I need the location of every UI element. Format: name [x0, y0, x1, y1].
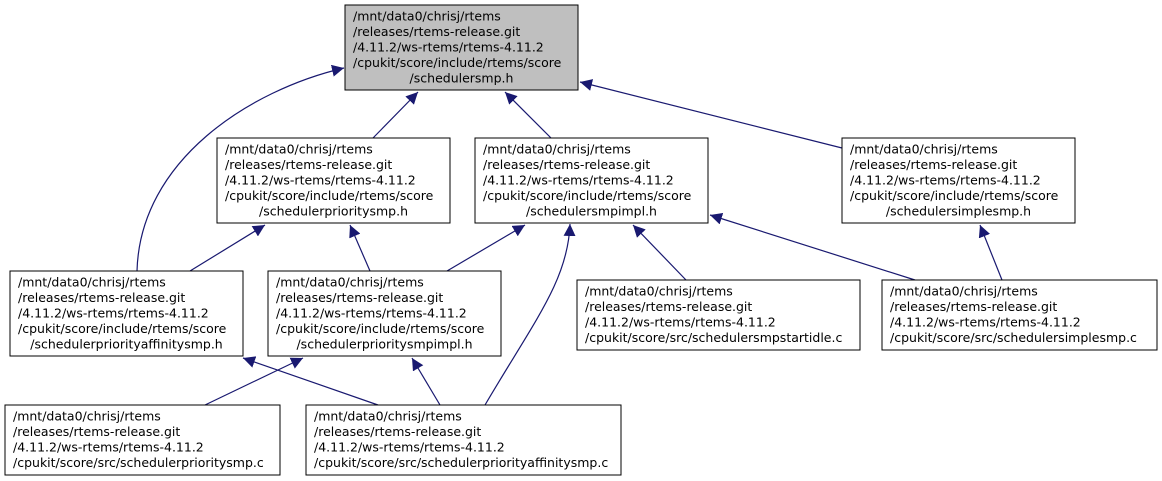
node-schedulerpriorityaffinitysmp-c[interactable]: /mnt/data0/chrisj/rtems/releases/rtems-r… [305, 404, 622, 476]
node-label-line: /releases/rtems-release.git [585, 299, 752, 314]
node-label-line: /mnt/data0/chrisj/rtems [890, 284, 1038, 299]
edge-schedulerpriorityaffinitysmp-h-to-schedulersmpimpl-h [446, 224, 526, 272]
node-label-line: /cpukit/score/include/rtems/score [276, 321, 485, 336]
node-label-line: /4.11.2/ws-rtems/rtems-4.11.2 [314, 440, 505, 455]
node-box [9, 270, 244, 357]
node-label-line: /releases/rtems-release.git [18, 290, 185, 305]
node-label-line: /releases/rtems-release.git [225, 157, 392, 172]
node-label-line: /schedulerpriorityaffinitysmp.h [30, 336, 222, 351]
node-label-line: /schedulersmpimpl.h [526, 203, 657, 218]
node-label-line: /4.11.2/ws-rtems/rtems-4.11.2 [353, 39, 544, 54]
node-label-line: /releases/rtems-release.git [890, 299, 1057, 314]
node-label-line: /cpukit/score/src/schedulerprioritysmp.c [13, 455, 264, 470]
edge-schedulerprioritysmp-h-to-schedulersmp-h [372, 91, 419, 139]
edge-schedulerprioritysmp-c-to-schedulerprioritysmpimpl-h [204, 357, 304, 406]
edge-schedulersimplesmp-c-to-schedulersmpimpl-h [709, 212, 916, 281]
node-label-line: /4.11.2/ws-rtems/rtems-4.11.2 [13, 440, 204, 455]
node-box [881, 279, 1158, 351]
node-label-line: /4.11.2/ws-rtems/rtems-4.11.2 [18, 305, 209, 320]
node-schedulerpriorityaffinitysmp-h[interactable]: /mnt/data0/chrisj/rtems/releases/rtems-r… [9, 270, 244, 357]
node-schedulersmp-h[interactable]: /mnt/data0/chrisj/rtems/releases/rtems-r… [344, 4, 579, 91]
node-label-line: /mnt/data0/chrisj/rtems [314, 409, 462, 424]
node-label-line: /4.11.2/ws-rtems/rtems-4.11.2 [585, 315, 776, 330]
node-label-line: /mnt/data0/chrisj/rtems [353, 8, 501, 23]
edge-schedulersimplesmp-h-to-schedulersmp-h [579, 79, 843, 149]
edge-schedulerpriorityaffinitysmp-c-to-schedulerpriorityaffinitysmp-h [242, 356, 379, 406]
edge-schedulersmpimpl-h-to-schedulersmp-h [504, 91, 552, 139]
node-label-line: /4.11.2/ws-rtems/rtems-4.11.2 [850, 172, 1041, 187]
node-box [576, 279, 861, 351]
node-label-line: /releases/rtems-release.git [314, 424, 481, 439]
node-label-line: /mnt/data0/chrisj/rtems [225, 141, 373, 156]
node-label-line: /mnt/data0/chrisj/rtems [850, 141, 998, 156]
node-label-line: /cpukit/score/src/schedulersimplesmp.c [890, 330, 1137, 345]
node-label-line: /4.11.2/ws-rtems/rtems-4.11.2 [225, 172, 416, 187]
edge-schedulerpriorityaffinitysmp-c-to-schedulersmpimpl-h [484, 223, 576, 406]
edge-schedulersimplesmp-c-to-schedulersimplesmp-h [978, 224, 1003, 281]
edge-schedulerpriorityaffinitysmp-h-to-schedulersmp-h [136, 64, 345, 272]
node-label-line: /releases/rtems-release.git [850, 157, 1017, 172]
node-box [474, 137, 709, 224]
node-label-line: /cpukit/score/include/rtems/score [850, 188, 1059, 203]
node-box [841, 137, 1076, 224]
edge-schedulerpriorityaffinitysmp-c-to-schedulerprioritysmpimpl-h [411, 357, 441, 406]
node-schedulersmpimpl-h[interactable]: /mnt/data0/chrisj/rtems/releases/rtems-r… [474, 137, 709, 224]
node-label-line: /mnt/data0/chrisj/rtems [483, 141, 631, 156]
edges-layer [136, 64, 1003, 406]
node-label-line: /4.11.2/ws-rtems/rtems-4.11.2 [276, 305, 467, 320]
node-schedulersmpstartidle-c[interactable]: /mnt/data0/chrisj/rtems/releases/rtems-r… [576, 279, 861, 351]
node-label-line: /cpukit/score/src/schedulerpriorityaffin… [314, 455, 608, 470]
node-box [305, 404, 622, 476]
edge-schedulersmpstartidle-c-to-schedulersmpimpl-h [632, 224, 687, 281]
node-label-line: /schedulersmp.h [410, 70, 514, 85]
node-label-line: /cpukit/score/include/rtems/score [483, 188, 692, 203]
node-label-line: /cpukit/score/include/rtems/score [225, 188, 434, 203]
node-schedulerprioritysmp-c[interactable]: /mnt/data0/chrisj/rtems/releases/rtems-r… [4, 404, 281, 476]
node-schedulerprioritysmp-h[interactable]: /mnt/data0/chrisj/rtems/releases/rtems-r… [216, 137, 451, 224]
node-label-line: /cpukit/score/include/rtems/score [353, 55, 562, 70]
node-label-line: /releases/rtems-release.git [483, 157, 650, 172]
node-label-line: /releases/rtems-release.git [276, 290, 443, 305]
node-label-line: /4.11.2/ws-rtems/rtems-4.11.2 [483, 172, 674, 187]
edge-schedulerpriorityaffinitysmp-h-to-schedulerprioritysmp-h [189, 224, 266, 272]
node-label-line: /mnt/data0/chrisj/rtems [13, 409, 161, 424]
node-box [267, 270, 502, 357]
node-label-line: /schedulerprioritysmpimpl.h [296, 336, 472, 351]
node-label-line: /releases/rtems-release.git [13, 424, 180, 439]
nodes-layer: /mnt/data0/chrisj/rtems/releases/rtems-r… [4, 4, 1158, 476]
node-label-line: /mnt/data0/chrisj/rtems [585, 284, 733, 299]
node-box [216, 137, 451, 224]
node-label-line: /releases/rtems-release.git [353, 24, 520, 39]
node-label-line: /schedulerprioritysmp.h [259, 203, 408, 218]
node-box [4, 404, 281, 476]
node-schedulersimplesmp-c[interactable]: /mnt/data0/chrisj/rtems/releases/rtems-r… [881, 279, 1158, 351]
node-label-line: /mnt/data0/chrisj/rtems [18, 274, 166, 289]
node-label-line: /schedulersimplesmp.h [886, 203, 1031, 218]
edge-schedulerprioritysmpimpl-h-to-schedulerprioritysmp-h [349, 224, 371, 272]
node-label-line: /cpukit/score/src/schedulersmpstartidle.… [585, 330, 842, 345]
node-schedulerprioritysmpimpl-h[interactable]: /mnt/data0/chrisj/rtems/releases/rtems-r… [267, 270, 502, 357]
node-box [344, 4, 579, 91]
node-label-line: /cpukit/score/include/rtems/score [18, 321, 227, 336]
node-schedulersimplesmp-h[interactable]: /mnt/data0/chrisj/rtems/releases/rtems-r… [841, 137, 1076, 224]
node-label-line: /4.11.2/ws-rtems/rtems-4.11.2 [890, 315, 1081, 330]
node-label-line: /mnt/data0/chrisj/rtems [276, 274, 424, 289]
